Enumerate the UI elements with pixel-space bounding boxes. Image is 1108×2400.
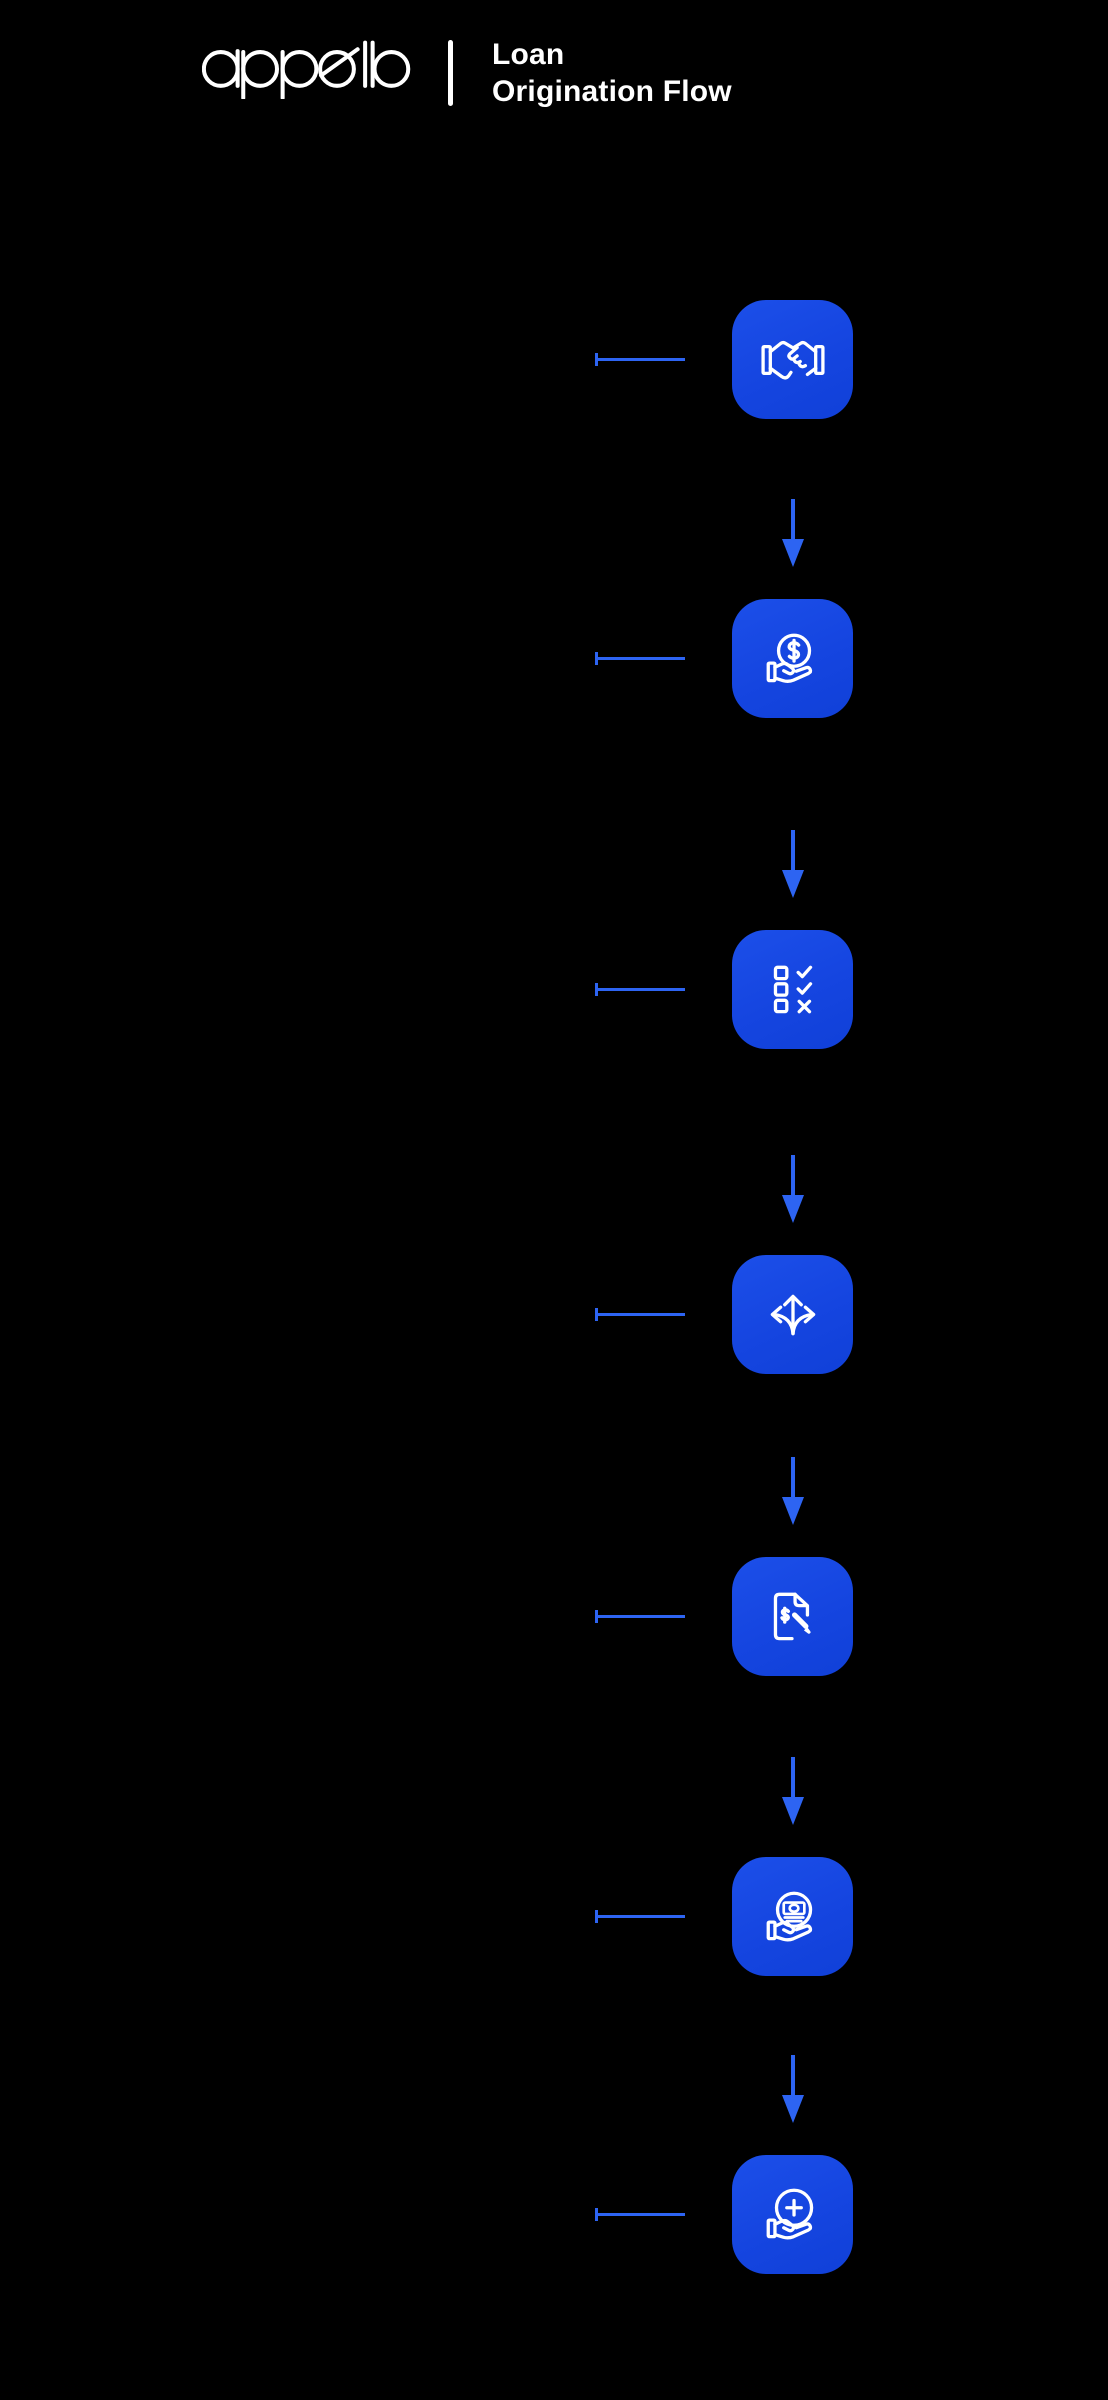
step-7: [0, 2155, 1108, 2274]
cash-in-hand-icon: [732, 1857, 853, 1976]
step-7-connector-line: [595, 2208, 685, 2221]
logo-text: appello: [202, 99, 203, 100]
add-funds-in-hand-icon: [732, 2155, 853, 2274]
step-5-connector-line: [595, 1610, 685, 1623]
down-arrow-5: [782, 1757, 804, 1825]
step-3: [0, 930, 1108, 1049]
step-4-connector-line: [595, 1308, 685, 1321]
page-title: Loan Origination Flow: [492, 36, 732, 110]
page-title-line1: Loan: [492, 38, 565, 71]
down-arrow-6: [782, 2055, 804, 2123]
step-3-connector-line: [595, 983, 685, 996]
step-5: [0, 1557, 1108, 1676]
coin-in-hand-icon: [732, 599, 853, 718]
down-arrow-1: [782, 499, 804, 567]
step-1-connector-line: [595, 353, 685, 366]
step-4: [0, 1255, 1108, 1374]
down-arrow-4: [782, 1457, 804, 1525]
route-decision-icon: [732, 1255, 853, 1374]
page-title-line2: Origination Flow: [492, 75, 732, 108]
step-6-connector-line: [595, 1910, 685, 1923]
step-6: [0, 1857, 1108, 1976]
handshake-icon: [732, 300, 853, 419]
down-arrow-2: [782, 830, 804, 898]
step-1: [0, 300, 1108, 419]
appello-logo-glyphs: [202, 40, 411, 99]
appello-logo: appello: [202, 37, 412, 99]
checklist-icon: [732, 930, 853, 1049]
header-divider: [448, 40, 453, 106]
loan-document-signing-icon: [732, 1557, 853, 1676]
step-2: [0, 599, 1108, 718]
step-2-connector-line: [595, 652, 685, 665]
down-arrow-3: [782, 1155, 804, 1223]
